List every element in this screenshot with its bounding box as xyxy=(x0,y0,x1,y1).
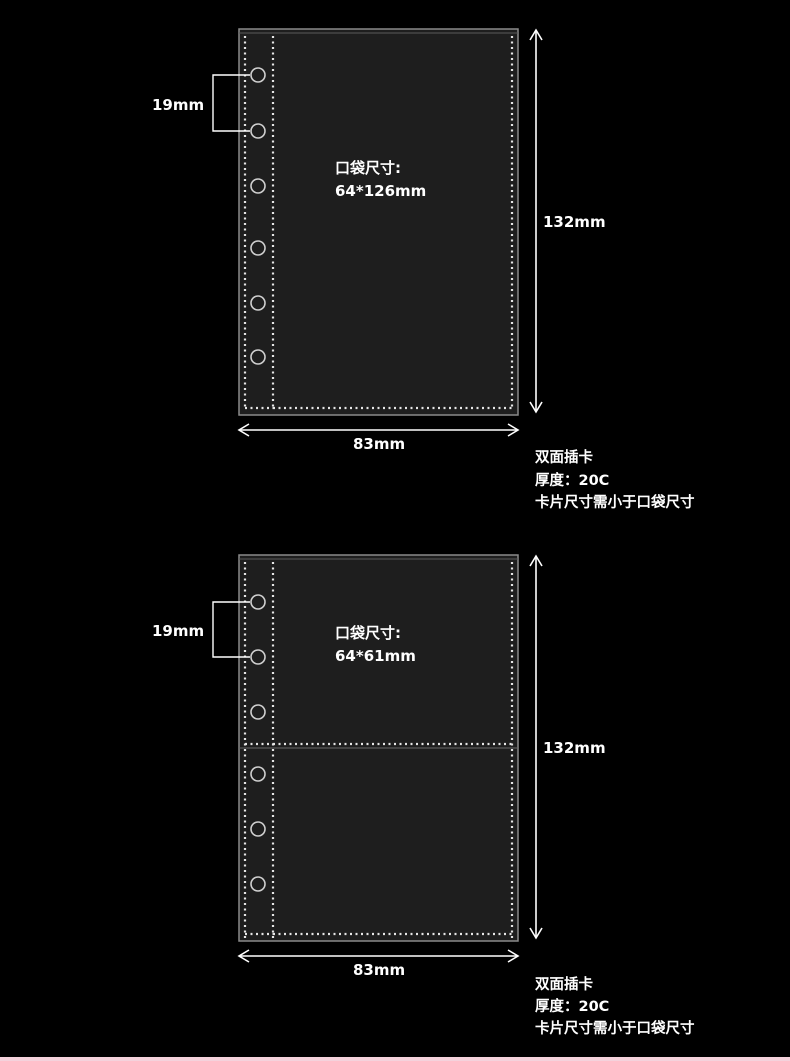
height-label: 132mm xyxy=(543,213,606,231)
ring-hole xyxy=(250,240,266,256)
width-label: 83mm xyxy=(353,961,405,979)
diagram-double-pocket: 19mm 口袋尺寸: 64*61mm 132mm 83mm 双面插卡 厚度：20… xyxy=(152,554,695,1037)
hole-strip-stitching xyxy=(243,36,273,410)
hole-spacing-bracket xyxy=(212,601,250,658)
note-line: 卡片尺寸需小于口袋尺寸 xyxy=(535,1019,695,1037)
height-dimension xyxy=(529,554,543,940)
hole-spacing-label: 19mm xyxy=(152,622,204,640)
ring-hole xyxy=(250,67,266,83)
ring-hole xyxy=(250,821,266,837)
hole-strip-stitching xyxy=(243,562,273,938)
hole-spacing-bracket xyxy=(212,74,250,132)
pocket-stitching xyxy=(271,36,514,410)
diagram-single-pocket: 19mm 口袋尺寸: 64*126mm 132mm 83mm 双面插卡 厚度：2… xyxy=(152,28,695,511)
pocket-stitching xyxy=(271,562,514,938)
ring-hole xyxy=(250,649,266,665)
ring-holes xyxy=(250,594,266,892)
width-label: 83mm xyxy=(353,435,405,453)
note-line: 厚度：20C xyxy=(535,471,609,489)
pocket-size-label: 口袋尺寸: xyxy=(335,624,401,642)
ring-hole xyxy=(250,123,266,139)
note-line: 卡片尺寸需小于口袋尺寸 xyxy=(535,493,695,511)
ring-hole xyxy=(250,766,266,782)
width-dimension xyxy=(237,949,520,963)
ring-hole xyxy=(250,704,266,720)
width-dimension xyxy=(237,423,520,437)
ring-hole xyxy=(250,876,266,892)
pocket-size-value: 64*126mm xyxy=(335,182,426,200)
bottom-accent-strip xyxy=(0,1057,790,1061)
height-dimension xyxy=(529,28,543,414)
ring-hole xyxy=(250,594,266,610)
pocket-size-label: 口袋尺寸: xyxy=(335,159,401,177)
ring-hole xyxy=(250,349,266,365)
ring-hole xyxy=(250,178,266,194)
note-line: 双面插卡 xyxy=(535,975,593,993)
height-label: 132mm xyxy=(543,739,606,757)
pocket-size-value: 64*61mm xyxy=(335,647,416,665)
sleeve-sheet xyxy=(238,28,519,416)
note-line: 厚度：20C xyxy=(535,997,609,1015)
hole-spacing-label: 19mm xyxy=(152,96,204,114)
ring-holes xyxy=(250,67,266,365)
note-line: 双面插卡 xyxy=(535,448,593,466)
ring-hole xyxy=(250,295,266,311)
